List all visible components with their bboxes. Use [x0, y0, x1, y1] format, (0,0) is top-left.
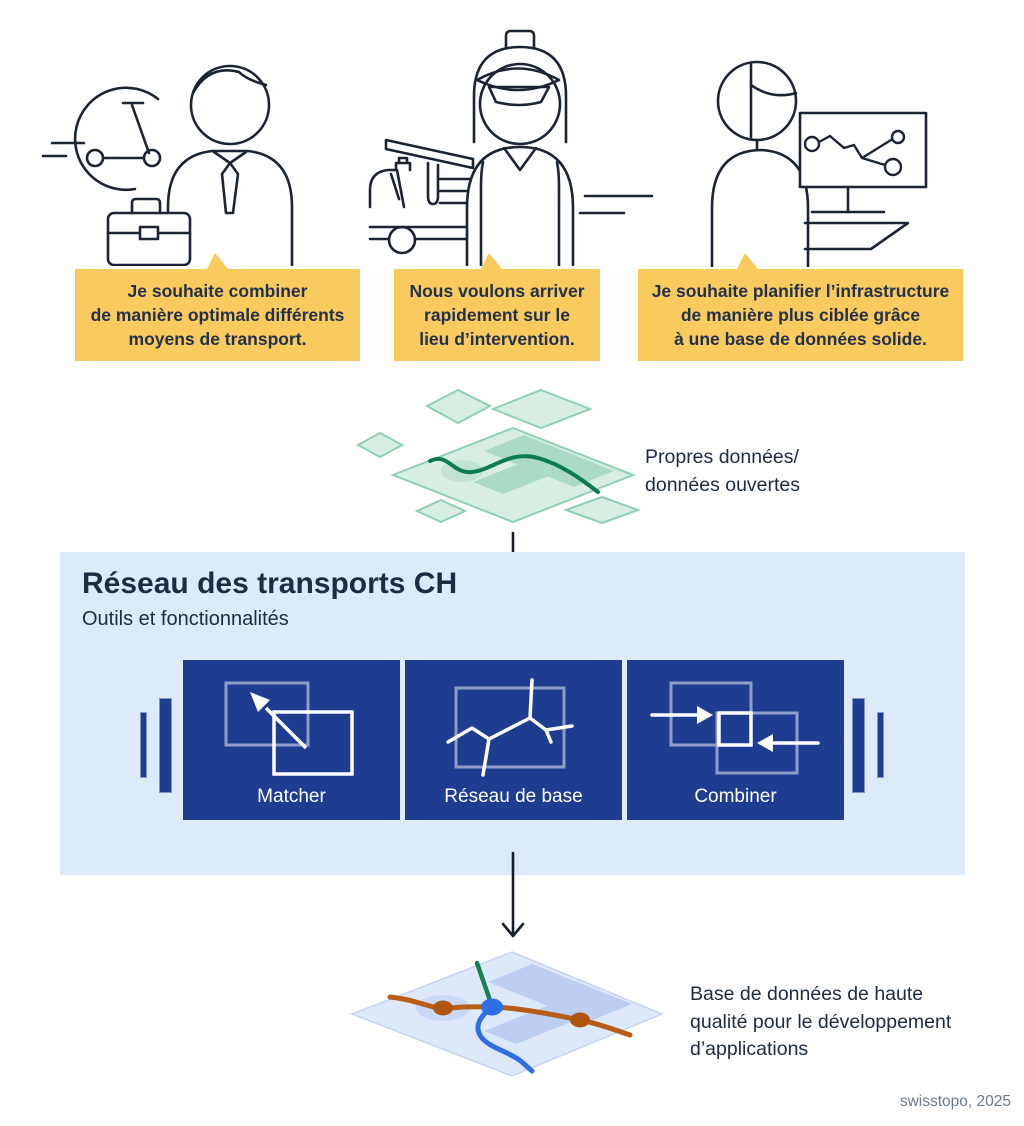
process-box: Réseau des transports CH Outils et fonct…: [60, 552, 965, 875]
tile-matcher: Matcher: [183, 660, 400, 820]
bubble-line: moyens de transport.: [128, 329, 307, 349]
bubble-line: de manière plus ciblée grâce: [680, 305, 921, 325]
bubble-line: de manière optimale différents: [90, 305, 345, 325]
bubble-line: Nous voulons arriver: [409, 281, 585, 301]
tile-label: Réseau de base: [444, 786, 583, 807]
flow-bar: [159, 698, 172, 793]
planner-monitor-icon: [710, 60, 928, 267]
tile-label: Matcher: [257, 786, 326, 807]
output-data-label: Base de données de haute qualité pour le…: [690, 981, 951, 1064]
bubble-tail: [737, 253, 758, 269]
combiner-icon: [650, 681, 820, 775]
tile-label: Combiner: [694, 786, 777, 807]
input-data-label-line: Propres données/: [645, 446, 799, 468]
process-box-title: Réseau des transports CH: [82, 567, 458, 600]
input-data-label-line: données ouvertes: [645, 473, 801, 496]
output-data-label-line: d’applications: [690, 1038, 809, 1060]
output-data-label-line: qualité pour le développement: [690, 1010, 952, 1033]
firefighter-truck-icon: [368, 29, 654, 266]
bubble-line: rapidement sur le: [424, 305, 570, 325]
bubble-line: à une base de données solide.: [674, 329, 927, 349]
bubble-line: Je souhaite combiner: [127, 281, 308, 301]
output-data-label-line: Base de données de haute: [690, 983, 924, 1005]
commuter-scooter-icon: [41, 64, 294, 266]
flow-bar: [140, 712, 147, 778]
speech-bubble-planner: Je souhaite planifier l’infrastructure d…: [638, 253, 963, 361]
credit-text: swisstopo, 2025: [899, 1093, 1011, 1110]
arrow-down-icon: [501, 851, 525, 938]
bubble-line: Je souhaite planifier l’infrastructure: [651, 281, 950, 301]
speech-bubble-commuter: Je souhaite combiner de manière optimale…: [75, 253, 360, 361]
tile-combiner: Combiner: [627, 660, 844, 820]
result-map-icon: [349, 951, 664, 1077]
bubble-line: lieu d’intervention.: [419, 329, 575, 349]
input-data-label: Propres données/ données ouvertes: [645, 444, 800, 499]
process-box-subtitle: Outils et fonctionnalités: [82, 608, 289, 630]
tile-reseau-de-base: Réseau de base: [405, 660, 622, 820]
flow-bar: [852, 698, 865, 793]
flow-bar: [877, 712, 884, 778]
speech-bubble-firefighter: Nous voulons arriver rapidement sur le l…: [394, 253, 600, 361]
matcher-icon: [224, 681, 354, 776]
base-network-icon: [446, 678, 574, 777]
map-layers-icon: [355, 388, 641, 525]
bubble-tail: [207, 253, 228, 269]
bubble-tail: [481, 253, 502, 269]
